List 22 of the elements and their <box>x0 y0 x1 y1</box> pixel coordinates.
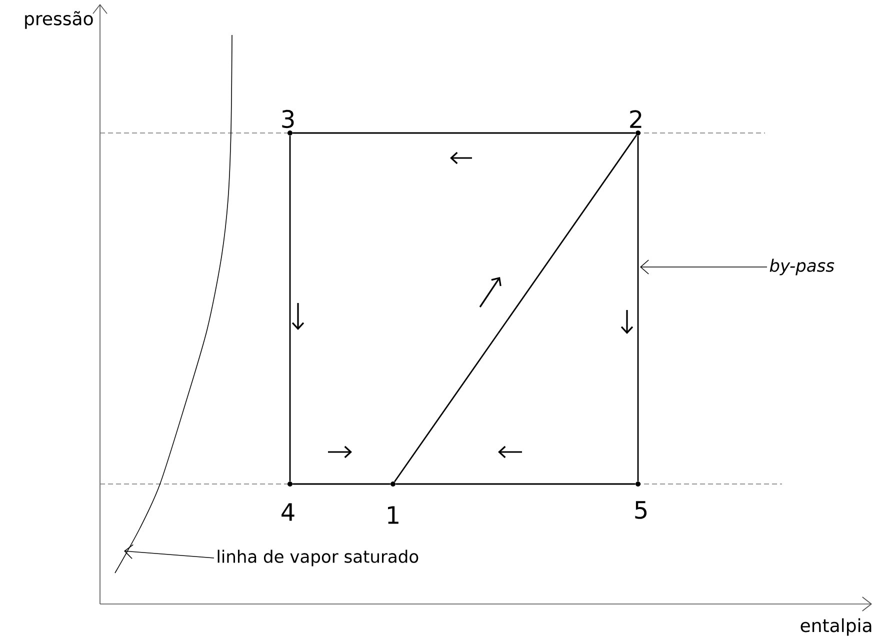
annotation-text: linha de vapor saturado <box>218 550 418 566</box>
node-label: 5 <box>635 501 647 519</box>
process-line <box>396 483 636 485</box>
state-point: 2 <box>628 110 644 136</box>
leader-arrow <box>640 260 768 274</box>
process-line <box>289 136 291 482</box>
state-point: 1 <box>385 482 401 524</box>
axis-label: pressão <box>25 11 93 29</box>
axis-label: entalpia <box>800 618 872 636</box>
annotation-text: by-pass <box>770 258 834 276</box>
process-line <box>394 134 638 482</box>
state-point: 5 <box>633 482 649 519</box>
node-label: 3 <box>282 110 294 128</box>
leader-arrow <box>124 544 214 560</box>
node-label: 1 <box>388 506 398 524</box>
process-line <box>292 483 390 485</box>
process-line <box>292 132 636 134</box>
node-label: 4 <box>282 503 294 521</box>
process-line <box>637 136 639 482</box>
state-point: 4 <box>280 482 296 521</box>
node-label: 2 <box>630 110 642 128</box>
state-point: 3 <box>280 110 296 136</box>
